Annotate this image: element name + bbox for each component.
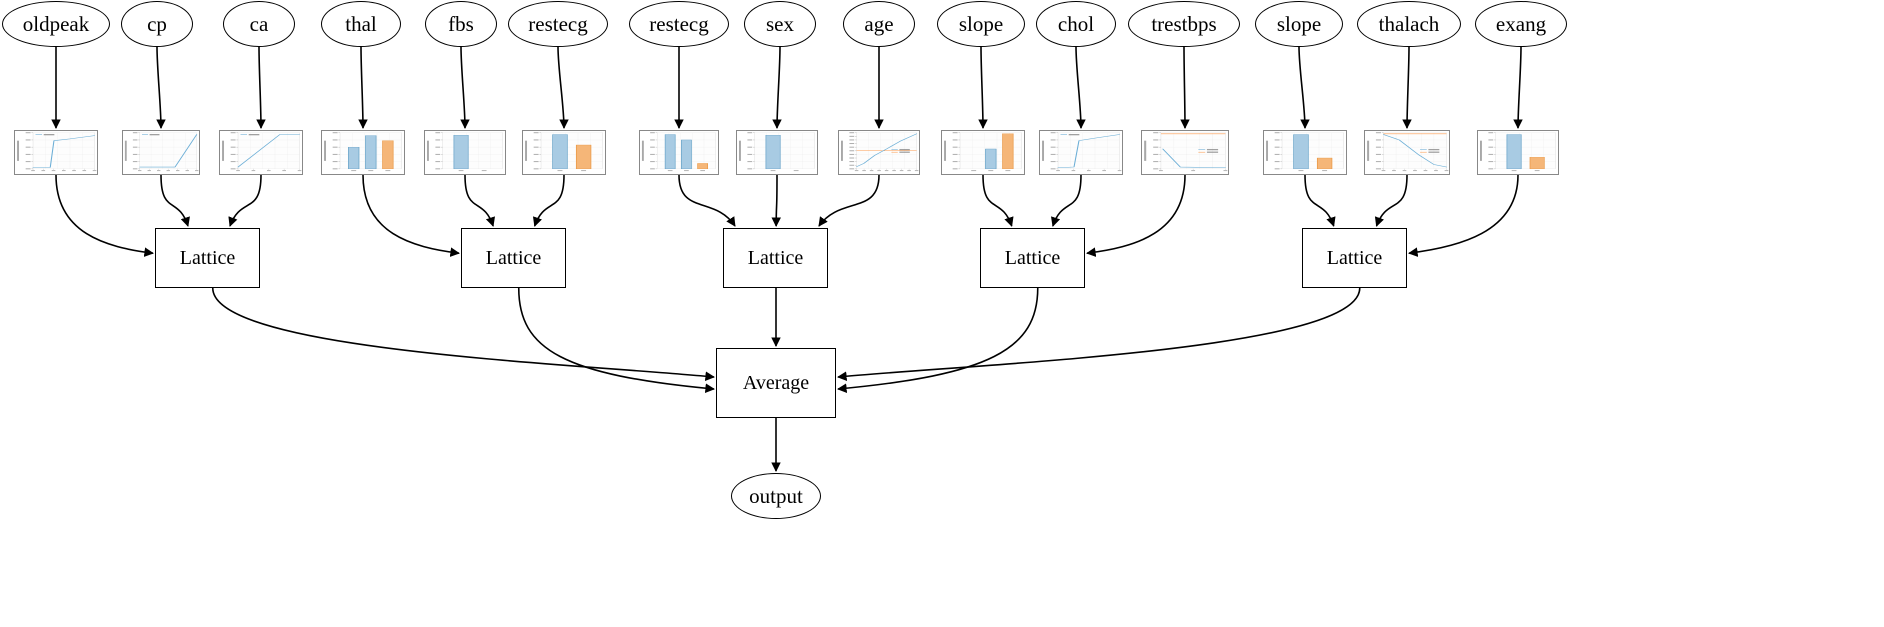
output-node-label: output	[749, 483, 803, 508]
edge	[678, 174, 736, 227]
edge	[978, 46, 988, 129]
calibration-plot-slope-9[interactable]	[941, 130, 1025, 175]
average-node[interactable]: Average	[716, 348, 836, 418]
feature-node-slope-12[interactable]: slope	[1255, 1, 1343, 47]
feature-node-trestbps-11[interactable]: trestbps	[1128, 1, 1240, 47]
edge	[1304, 174, 1336, 227]
edge	[362, 174, 460, 257]
feature-node-label: ca	[249, 11, 269, 36]
feature-node-label: slope	[1276, 11, 1322, 36]
feature-node-label: oldpeak	[22, 11, 90, 36]
lattice-node-0[interactable]: Lattice	[155, 228, 260, 288]
edge	[771, 174, 782, 227]
calibration-plot-thal-3[interactable]	[321, 130, 405, 175]
edge	[256, 46, 266, 129]
edge	[837, 287, 1039, 393]
feature-node-restecg-5[interactable]: restecg	[508, 1, 608, 47]
edge	[1374, 174, 1408, 227]
calibration-plot-fbs-4[interactable]	[424, 130, 506, 175]
edge	[156, 46, 166, 129]
feature-node-thalach-13[interactable]: thalach	[1357, 1, 1461, 47]
edge	[160, 174, 190, 227]
edge	[837, 287, 1361, 381]
edge	[464, 174, 495, 227]
feature-node-age-8[interactable]: age	[843, 1, 915, 47]
calibration-plot-slope-12[interactable]	[1263, 130, 1347, 175]
feature-node-label: restecg	[528, 11, 588, 36]
lattice-node-label: Lattice	[1004, 246, 1061, 269]
feature-node-ca-2[interactable]: ca	[223, 1, 295, 47]
calibration-plot-cp-1[interactable]	[122, 130, 200, 175]
feature-node-label: sex	[766, 11, 794, 36]
edge	[358, 46, 368, 129]
edge	[517, 287, 715, 393]
edge	[460, 46, 470, 129]
feature-node-label: chol	[1057, 11, 1095, 36]
calibration-plot-exang-14[interactable]	[1477, 130, 1559, 175]
edge	[982, 174, 1014, 227]
feature-node-oldpeak-0[interactable]: oldpeak	[2, 1, 110, 47]
edge	[557, 46, 569, 129]
feature-node-label: trestbps	[1151, 11, 1217, 36]
lattice-node-3[interactable]: Lattice	[980, 228, 1085, 288]
feature-node-label: slope	[958, 11, 1004, 36]
lattice-node-label: Lattice	[1326, 246, 1383, 269]
lattice-node-label: Lattice	[179, 246, 236, 269]
average-node-label: Average	[742, 371, 810, 394]
feature-node-fbs-4[interactable]: fbs	[425, 1, 497, 47]
feature-node-label: thal	[345, 11, 377, 36]
feature-node-label: restecg	[649, 11, 709, 36]
edge	[1075, 46, 1086, 129]
edge	[818, 174, 880, 227]
lattice-node-label: Lattice	[485, 246, 542, 269]
feature-node-slope-9[interactable]: slope	[937, 1, 1025, 47]
edge	[1402, 46, 1412, 129]
calibration-plot-chol-10[interactable]	[1039, 130, 1123, 175]
feature-node-label: cp	[147, 11, 167, 36]
edge	[532, 174, 565, 227]
edge	[1298, 46, 1310, 129]
feature-node-label: fbs	[448, 11, 474, 36]
calibration-plot-sex-7[interactable]	[736, 130, 818, 175]
feature-node-chol-10[interactable]: chol	[1036, 1, 1116, 47]
edge	[55, 174, 154, 257]
calibration-plot-trestbps-11[interactable]	[1141, 130, 1229, 175]
feature-node-exang-14[interactable]: exang	[1475, 1, 1567, 47]
calibration-plot-age-8[interactable]	[838, 130, 920, 175]
output-node[interactable]: output	[731, 473, 821, 519]
feature-node-label: age	[864, 11, 894, 36]
feature-node-restecg-6[interactable]: restecg	[629, 1, 729, 47]
feature-node-label: exang	[1495, 11, 1547, 36]
feature-node-sex-7[interactable]: sex	[744, 1, 816, 47]
calibration-plot-restecg-6[interactable]	[639, 130, 719, 175]
edge	[211, 287, 715, 381]
calibration-plot-oldpeak-0[interactable]	[14, 130, 98, 175]
edge	[1408, 174, 1519, 257]
feature-node-thal-3[interactable]: thal	[321, 1, 401, 47]
lattice-node-1[interactable]: Lattice	[461, 228, 566, 288]
edge	[228, 174, 262, 227]
calibration-plot-ca-2[interactable]	[219, 130, 303, 175]
calibration-plot-thalach-13[interactable]	[1364, 130, 1450, 175]
edge	[1051, 174, 1082, 227]
edge	[1086, 174, 1186, 257]
edge	[1180, 46, 1190, 129]
lattice-node-4[interactable]: Lattice	[1302, 228, 1407, 288]
lattice-node-2[interactable]: Lattice	[723, 228, 828, 288]
feature-node-cp-1[interactable]: cp	[121, 1, 193, 47]
lattice-node-label: Lattice	[747, 246, 804, 269]
edge	[772, 46, 782, 129]
feature-node-label: thalach	[1378, 11, 1440, 36]
edge	[1513, 46, 1523, 129]
calibration-plot-restecg-5[interactable]	[522, 130, 606, 175]
